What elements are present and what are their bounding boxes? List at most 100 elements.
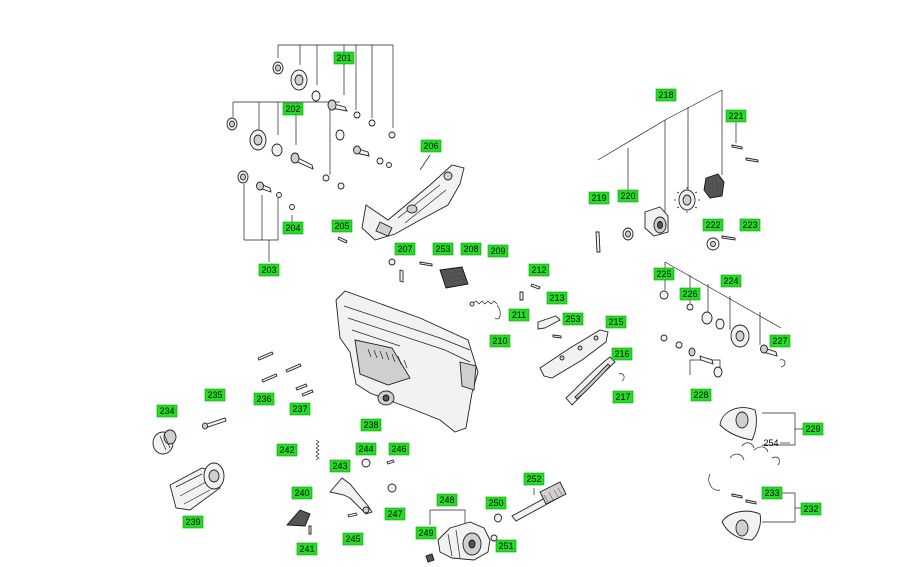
clip-240 bbox=[286, 509, 311, 527]
spring-242 bbox=[315, 439, 320, 461]
label-225: 225 bbox=[653, 267, 675, 281]
rod-219 bbox=[595, 231, 601, 253]
arm-206 bbox=[361, 164, 465, 241]
label-228: 228 bbox=[690, 388, 712, 402]
svg-text:237: 237 bbox=[292, 404, 307, 414]
label-218: 218 bbox=[655, 88, 677, 102]
svg-text:220: 220 bbox=[620, 191, 635, 201]
label-240: 240 bbox=[291, 486, 313, 500]
svg-text:213: 213 bbox=[549, 293, 564, 303]
svg-text:241: 241 bbox=[299, 544, 314, 554]
label-210: 210 bbox=[489, 334, 511, 348]
gear-wheel bbox=[674, 187, 700, 213]
svg-text:202: 202 bbox=[285, 104, 300, 114]
svg-text:240: 240 bbox=[294, 488, 309, 498]
label-203: 203 bbox=[258, 263, 280, 277]
label-211: 211 bbox=[508, 308, 530, 322]
svg-text:251: 251 bbox=[498, 541, 513, 551]
screw-207 bbox=[388, 258, 404, 283]
clip-217 bbox=[618, 373, 625, 382]
label-209: 209 bbox=[487, 244, 509, 258]
star-washer-222 bbox=[706, 237, 720, 251]
label-241: 241 bbox=[296, 542, 318, 556]
label-244: 244 bbox=[355, 442, 377, 456]
svg-text:226: 226 bbox=[682, 289, 697, 299]
label-234: 234 bbox=[156, 404, 178, 418]
svg-text:203: 203 bbox=[261, 265, 276, 275]
svg-text:239: 239 bbox=[185, 517, 200, 527]
lever-243 bbox=[329, 477, 373, 515]
svg-text:209: 209 bbox=[490, 246, 505, 256]
svg-text:253: 253 bbox=[565, 314, 580, 324]
ring-220 bbox=[622, 227, 634, 241]
bearing-group-201 bbox=[272, 61, 396, 139]
svg-text:248: 248 bbox=[439, 495, 454, 505]
label-208: 208 bbox=[460, 242, 482, 256]
cover-229 bbox=[719, 407, 757, 441]
svg-text:215: 215 bbox=[608, 317, 623, 327]
label-233: 233 bbox=[761, 486, 783, 500]
svg-text:201: 201 bbox=[336, 53, 351, 63]
bolt-235 bbox=[202, 417, 227, 430]
handle-239 bbox=[169, 462, 225, 511]
svg-text:208: 208 bbox=[463, 244, 478, 254]
svg-text:235: 235 bbox=[207, 390, 222, 400]
label-206: 206 bbox=[420, 139, 442, 153]
svg-text:238: 238 bbox=[363, 420, 378, 430]
label-226: 226 bbox=[679, 287, 701, 301]
svg-text:204: 204 bbox=[285, 223, 300, 233]
svg-text:225: 225 bbox=[656, 269, 671, 279]
screws-237 bbox=[295, 383, 314, 397]
label-250: 250 bbox=[485, 496, 507, 510]
nut-249 bbox=[425, 553, 435, 563]
washer-250 bbox=[494, 513, 502, 523]
hook-210 bbox=[494, 304, 501, 320]
spindle-252 bbox=[511, 481, 567, 522]
svg-text:227: 227 bbox=[772, 336, 787, 346]
svg-text:205: 205 bbox=[334, 221, 349, 231]
label-248: 248 bbox=[436, 493, 458, 507]
screw-223 bbox=[721, 235, 736, 241]
bearing-group-228 bbox=[660, 334, 723, 378]
label-223: 223 bbox=[739, 218, 761, 232]
label-246: 246 bbox=[388, 442, 410, 456]
svg-text:217: 217 bbox=[615, 392, 630, 402]
block-208 bbox=[439, 266, 469, 289]
label-221: 221 bbox=[725, 109, 747, 123]
label-204: 204 bbox=[282, 221, 304, 235]
label-245: 245 bbox=[342, 532, 364, 546]
label-253a: 253 bbox=[432, 242, 454, 256]
label-236: 236 bbox=[253, 392, 275, 406]
label-251: 251 bbox=[495, 539, 517, 553]
bearing-group-203 bbox=[237, 170, 295, 210]
screws-221 bbox=[731, 144, 759, 163]
label-247: 247 bbox=[384, 507, 406, 521]
bearing-group-224 bbox=[659, 290, 786, 368]
label-229: 229 bbox=[802, 422, 824, 436]
svg-text:216: 216 bbox=[614, 349, 629, 359]
main-housing bbox=[335, 290, 479, 433]
label-207: 207 bbox=[394, 242, 416, 256]
cover-232 bbox=[721, 510, 761, 541]
ring-251 bbox=[490, 534, 498, 542]
svg-text:247: 247 bbox=[387, 509, 402, 519]
bearing-group-202 bbox=[226, 117, 392, 190]
label-254: 254 bbox=[763, 438, 778, 448]
label-237: 237 bbox=[289, 402, 311, 416]
label-253b: 253 bbox=[562, 312, 584, 326]
knob-234 bbox=[152, 429, 177, 455]
hub-218 bbox=[644, 206, 669, 237]
lever-213 bbox=[537, 315, 561, 330]
label-201: 201 bbox=[333, 51, 355, 65]
svg-text:249: 249 bbox=[418, 528, 433, 538]
svg-text:219: 219 bbox=[591, 193, 606, 203]
label-238: 238 bbox=[360, 418, 382, 432]
svg-text:224: 224 bbox=[723, 276, 738, 286]
svg-text:210: 210 bbox=[492, 336, 507, 346]
svg-text:206: 206 bbox=[423, 141, 438, 151]
svg-text:233: 233 bbox=[764, 488, 779, 498]
svg-text:221: 221 bbox=[728, 111, 743, 121]
svg-text:223: 223 bbox=[742, 220, 757, 230]
screw-253a bbox=[419, 261, 433, 267]
